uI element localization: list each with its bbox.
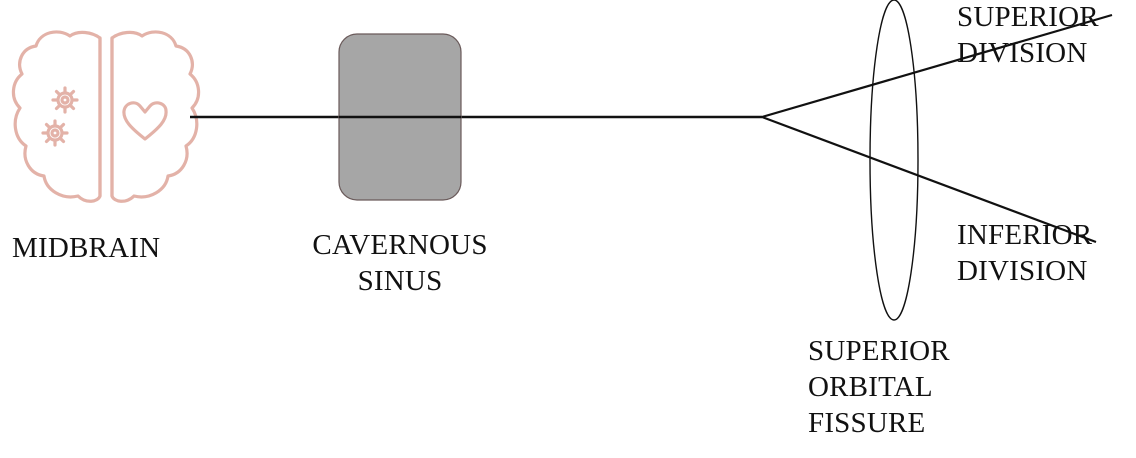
superior-orbital-fissure-label-line1: SUPERIOR <box>808 335 950 367</box>
superior-division-label: SUPERIOR DIVISION <box>957 0 1099 71</box>
superior-orbital-fissure-ellipse <box>869 0 919 321</box>
midbrain-label: MIDBRAIN <box>12 232 161 264</box>
cavernous-sinus-label-line1: CAVERNOUS <box>312 229 488 261</box>
superior-division-branch <box>761 13 1113 119</box>
heart-icon <box>122 101 168 141</box>
cavernous-sinus-label-line2: SINUS <box>357 265 443 297</box>
cavernous-sinus-label: CAVERNOUS SINUS <box>298 227 502 299</box>
gear-icon <box>51 86 79 114</box>
inferior-division-label: INFERIOR DIVISION <box>957 217 1092 289</box>
inferior-division-branch <box>761 115 1097 244</box>
superior-orbital-fissure-label: SUPERIOR ORBITAL FISSURE <box>808 333 950 441</box>
brain-icon <box>11 30 201 203</box>
inferior-division-label-line2: DIVISION <box>957 255 1088 287</box>
superior-orbital-fissure-label-line2: ORBITAL <box>808 371 933 403</box>
superior-division-label-line1: SUPERIOR <box>957 1 1099 33</box>
superior-orbital-fissure-label-line3: FISSURE <box>808 407 926 439</box>
superior-division-label-line2: DIVISION <box>957 37 1088 69</box>
inferior-division-label-line1: INFERIOR <box>957 219 1093 251</box>
gear-icon <box>41 119 69 147</box>
